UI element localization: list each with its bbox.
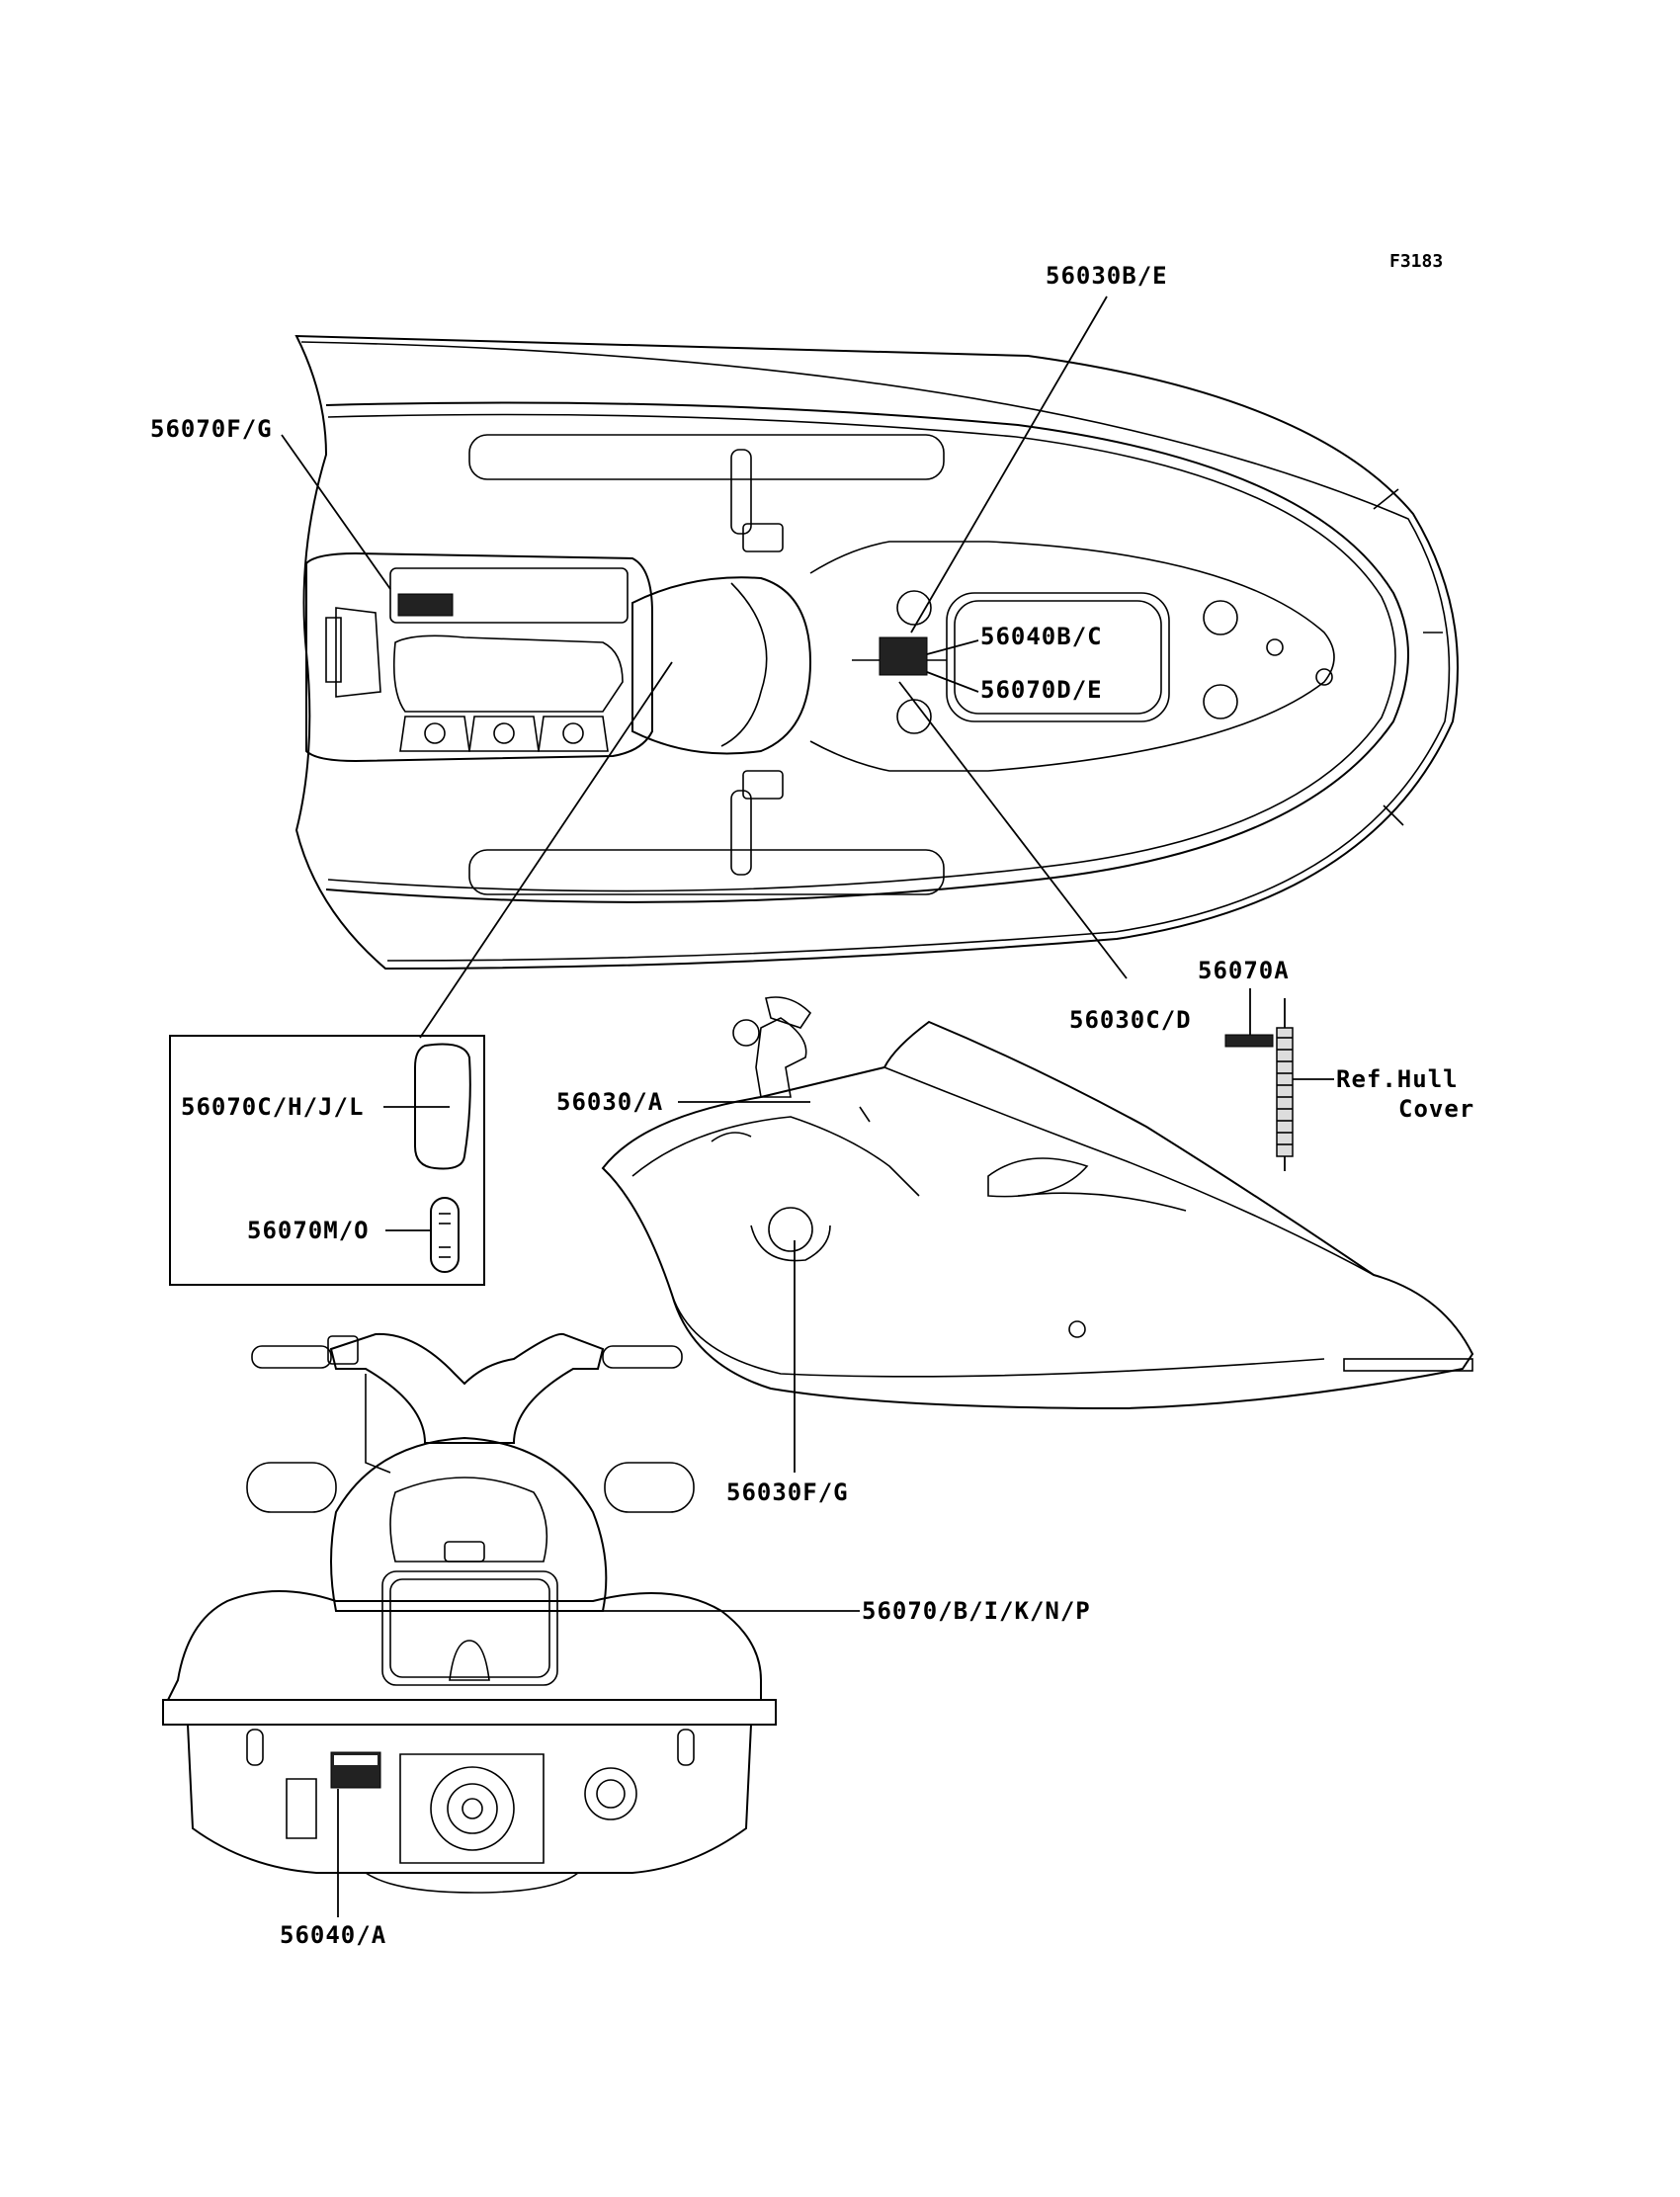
top-view-drawing: [294, 334, 1459, 971]
side-view-drawing: [601, 996, 1474, 1410]
callout-56070-B-I-K-N-P: 56070/B/I/K/N/P: [862, 1597, 1091, 1625]
callout-56040B-C: 56040B/C: [980, 623, 1103, 650]
callout-56030C-D: 56030C/D: [1069, 1006, 1192, 1034]
callout-56030B-E: 56030B/E: [1046, 262, 1168, 290]
callout-ref-hull-line1: Ref.Hull: [1336, 1065, 1459, 1093]
rear-view-leader-lines: [337, 1610, 860, 1917]
side-view-leader-lines: [678, 1101, 810, 1473]
detail-inset: [169, 1035, 485, 1286]
callout-56030-A: 56030/A: [556, 1088, 663, 1116]
callout-56030F-G: 56030F/G: [726, 1479, 849, 1506]
rear-view-drawing: [162, 1332, 777, 1894]
engine-cylinders: [399, 716, 609, 752]
decal-56070A-shape: [1224, 1034, 1274, 1048]
callout-ref-hull-line2: Cover: [1398, 1095, 1474, 1123]
callout-56040-A: 56040/A: [280, 1921, 386, 1949]
decal-front-deck: [879, 636, 928, 676]
callout-56070C-H-J-L: 56070C/H/J/L: [181, 1093, 364, 1121]
decal-56070M-shape: [430, 1197, 460, 1273]
decal-engine-top: [397, 593, 454, 617]
callout-56070M-O: 56070M/O: [247, 1217, 370, 1244]
ref-hull-cover-parts: [1224, 988, 1334, 1171]
figure-id: F3183: [1389, 251, 1443, 272]
callout-56070A: 56070A: [1198, 957, 1290, 984]
callout-56070D-E: 56070D/E: [980, 676, 1103, 704]
callout-56070F-G: 56070F/G: [150, 415, 273, 443]
top-view-leader-lines: [281, 296, 1128, 1039]
